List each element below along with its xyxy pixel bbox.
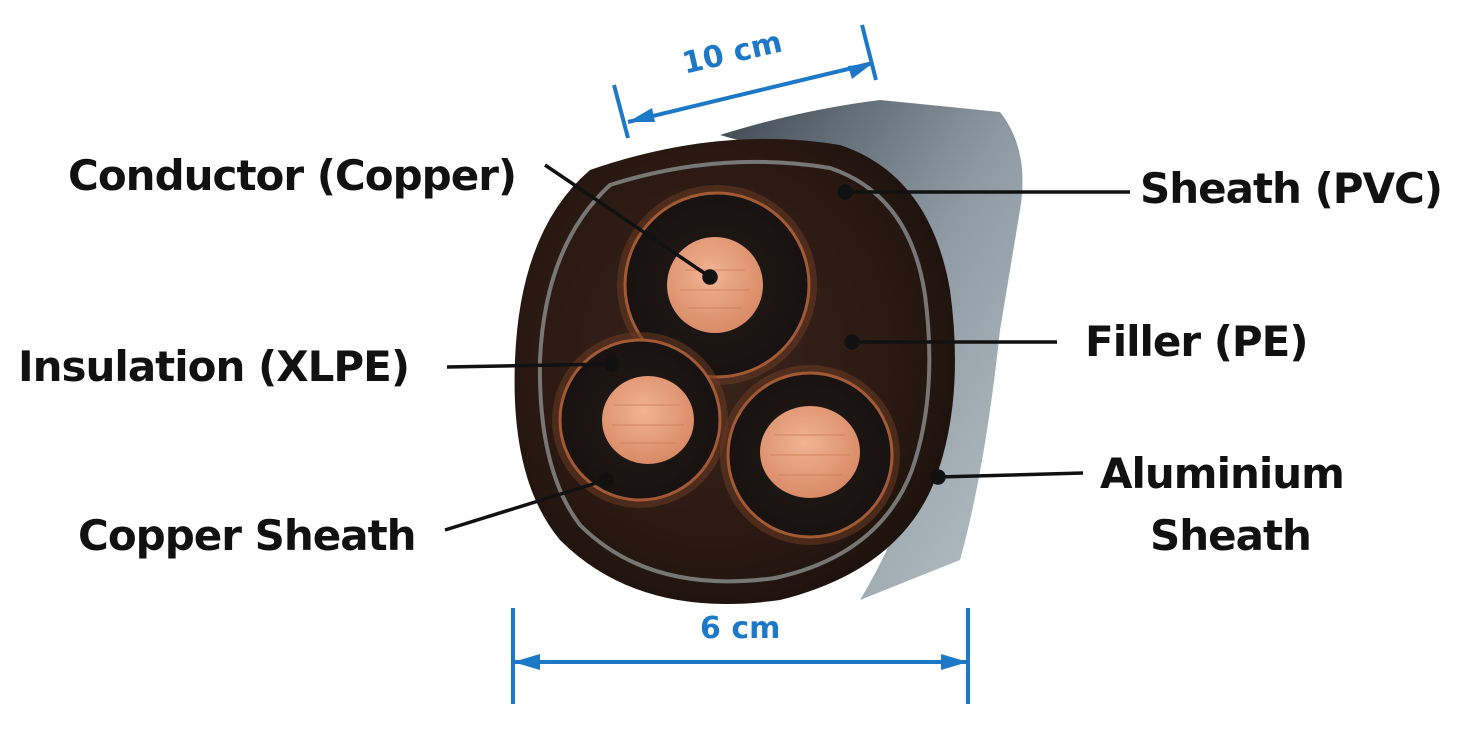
aluminium-sheath-ring [537,159,932,584]
dimension-bottom [511,608,970,704]
core-top [617,185,817,385]
label-conductor: Conductor (Copper) [68,151,517,200]
leader-insulation [446,362,613,369]
leader-conductor [544,163,711,279]
core-left [552,332,728,508]
leader-copper-sheath [444,478,607,532]
label-aluminium-line2: Sheath [1150,511,1312,560]
label-filler: Filler (PE) [1085,317,1309,366]
dimension-bottom-label: 6 cm [700,611,781,646]
dimension-top [612,24,878,139]
leader-aluminium [937,471,1084,479]
outer-pvc-sheath [720,100,1023,600]
label-aluminium-line1: Aluminium [1100,449,1345,498]
label-copper-sheath: Copper Sheath [78,511,417,560]
label-sheath-pvc: Sheath (PVC) [1140,164,1443,213]
label-insulation: Insulation (XLPE) [18,342,410,391]
